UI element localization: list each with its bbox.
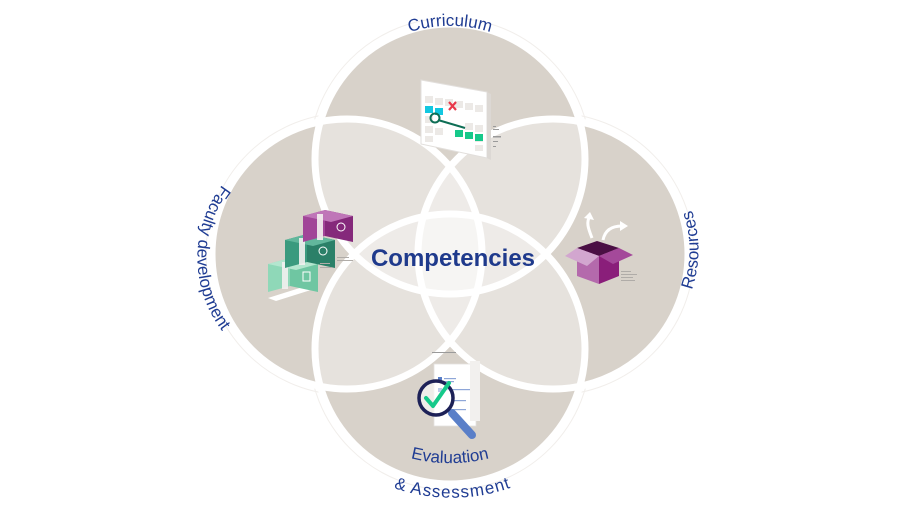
document-caption bbox=[432, 352, 456, 353]
open-box-icon bbox=[565, 212, 633, 284]
petal-outlines bbox=[208, 20, 692, 488]
center-label: Competencies bbox=[371, 245, 535, 272]
label-evaluation: Evaluation bbox=[410, 444, 490, 468]
box-caption bbox=[621, 271, 637, 281]
stairs-caption bbox=[320, 257, 353, 268]
magnifier-check-icon bbox=[417, 361, 480, 439]
calendar-icon bbox=[420, 79, 491, 160]
calendar-caption bbox=[493, 126, 501, 147]
stairs-icon bbox=[268, 210, 353, 301]
